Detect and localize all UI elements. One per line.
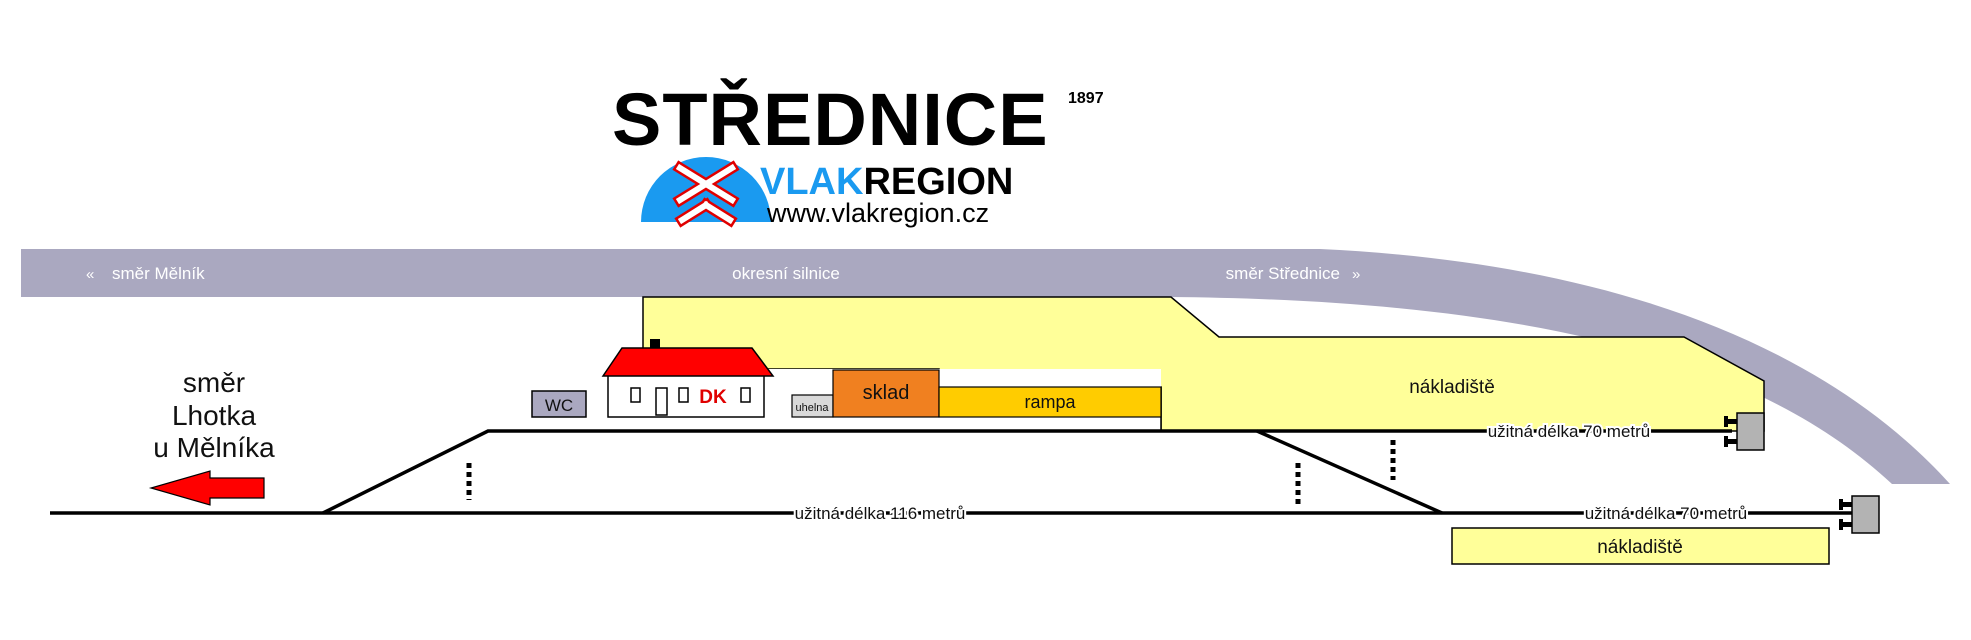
wc-building (531, 390, 587, 418)
buffer-stop-upper-icon (1724, 412, 1765, 451)
direction-line3: u Mělníka (153, 432, 275, 463)
station-roof (601, 347, 775, 377)
road-label-center: okresní silnice (732, 264, 840, 283)
upper-yard-label: nákladiště (1409, 377, 1495, 398)
lower-yard-label: nákladiště (1597, 537, 1683, 558)
station-title: STŘEDNICE (612, 78, 1049, 161)
window (740, 387, 751, 403)
logo-brand-black: REGION (863, 161, 1013, 203)
lower-siding-length: užitná délka 70 metrů (1585, 504, 1748, 523)
logo-brand-blue: VLAK (760, 161, 864, 203)
road-arrow-right-icon: » (1352, 266, 1360, 283)
wc-label: WC (545, 396, 573, 415)
road-label-left: směr Mělník (112, 264, 205, 283)
buffer-stop-lower-icon (1839, 495, 1880, 534)
logo-url[interactable]: www.vlakregion.cz (766, 198, 989, 228)
station-label: DK (699, 387, 727, 408)
upper-siding-length: užitná délka 70 metrů (1488, 422, 1651, 441)
direction-line2: Lhotka (172, 400, 256, 431)
ramp-label: rampa (1024, 392, 1076, 412)
coal-store-label: uhelna (795, 402, 829, 414)
ramp (938, 386, 1162, 418)
road (21, 249, 1950, 484)
founding-year: 1897 (1068, 90, 1104, 107)
road-label-right: směr Střednice (1226, 264, 1340, 283)
direction-arrow-icon (148, 470, 265, 506)
logo-brand: VLAKREGION (760, 161, 1013, 203)
vlakregion-logo-icon (641, 157, 771, 228)
direction-line1: směr (183, 367, 245, 398)
window (630, 387, 641, 403)
upper-track (322, 429, 1732, 515)
main-track-length: užitná délka 116 metrů (795, 504, 966, 523)
chimney (650, 339, 660, 349)
window (678, 387, 689, 403)
door (655, 387, 668, 416)
road-arrow-left-icon: « (86, 266, 94, 283)
diagonal-track (1256, 429, 1443, 515)
warehouse-label: sklad (863, 382, 910, 404)
lower-yard (1451, 527, 1830, 565)
